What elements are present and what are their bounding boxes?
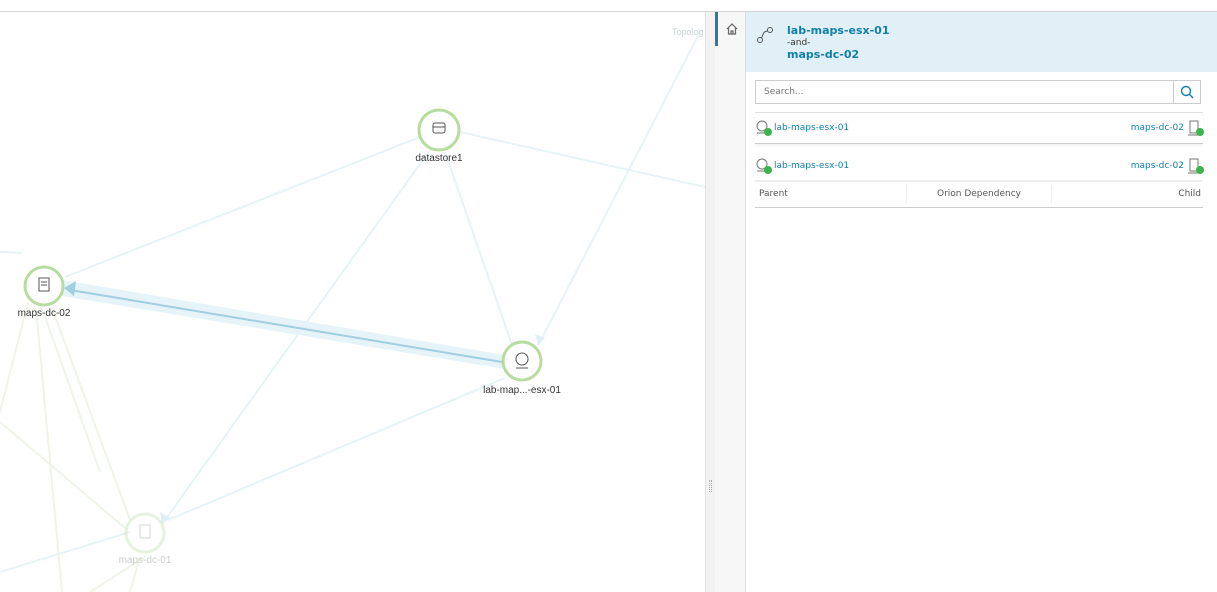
database-icon	[432, 122, 446, 134]
edge	[129, 556, 141, 592]
search-icon	[1180, 85, 1194, 99]
panel-header: lab-maps-esx-01 -and- maps-dc-02	[746, 12, 1217, 72]
selected-edge	[69, 289, 503, 363]
search-input[interactable]	[756, 81, 1173, 103]
home-button[interactable]	[715, 12, 746, 46]
edge	[444, 151, 513, 346]
edge	[64, 136, 421, 278]
top-bar	[0, 0, 1217, 12]
server-status-icon	[1187, 158, 1204, 174]
edge	[0, 531, 131, 573]
server-icon	[38, 277, 50, 292]
arrow-icon	[535, 334, 545, 346]
parent-node-link[interactable]: lab-maps-esx-01	[787, 24, 890, 37]
dependency-row[interactable]: lab-maps-esx-01 maps-dc-02	[755, 150, 1204, 182]
esx-host-icon	[515, 352, 529, 366]
column-orion-dependency[interactable]: Orion Dependency	[907, 185, 1052, 203]
edge	[539, 31, 701, 343]
node-maps-dc-02[interactable]	[23, 265, 65, 307]
column-child[interactable]: Child	[1178, 189, 1201, 199]
edge	[167, 377, 506, 521]
search-box	[755, 80, 1201, 104]
topology-label: Topolog	[672, 27, 704, 37]
child-link[interactable]: maps-dc-02	[1130, 123, 1184, 133]
and-label: -and-	[787, 38, 811, 48]
node-datastore1[interactable]	[417, 108, 461, 152]
edge	[0, 421, 126, 529]
server-status-icon	[1187, 120, 1204, 136]
table-header: Parent Orion Dependency Child	[755, 180, 1203, 208]
parent-link[interactable]: lab-maps-esx-01	[774, 123, 850, 133]
node-label: datastore1	[415, 153, 463, 164]
server-icon	[139, 524, 151, 539]
edge	[89, 556, 146, 592]
search-button[interactable]	[1173, 81, 1200, 103]
selected-edge-highlight	[62, 280, 505, 369]
edge	[0, 251, 23, 254]
topology-map-canvas[interactable]: datastore1 maps-dc-02 lab-map...-esx-01 …	[0, 12, 705, 592]
dependency-row[interactable]: lab-maps-esx-01 maps-dc-02	[755, 112, 1204, 144]
arrow-icon	[64, 281, 76, 296]
node-maps-dc-01[interactable]	[124, 512, 166, 554]
details-panel: lab-maps-esx-01 -and- maps-dc-02 lab-map…	[746, 12, 1217, 592]
panel-resize-handle[interactable]	[705, 12, 715, 592]
node-lab-maps-esx-01[interactable]	[501, 340, 543, 382]
edge	[164, 149, 431, 521]
edge	[0, 301, 29, 413]
arrow-icon	[160, 512, 170, 524]
node-label: maps-dc-02	[17, 308, 71, 319]
home-icon	[726, 23, 738, 35]
edge	[459, 131, 705, 188]
child-node-link[interactable]: maps-dc-02	[787, 48, 860, 61]
edge	[41, 307, 101, 473]
column-parent[interactable]: Parent	[755, 185, 907, 203]
topology-graph	[0, 31, 705, 592]
dependency-icon	[757, 27, 773, 43]
esx-host-status-icon	[755, 120, 772, 136]
edge	[51, 307, 131, 521]
node-label: maps-dc-01	[118, 555, 172, 566]
child-link[interactable]: maps-dc-02	[1130, 160, 1184, 171]
node-label: lab-map...-esx-01	[483, 385, 561, 396]
parent-link[interactable]: lab-maps-esx-01	[774, 160, 850, 171]
grip-icon	[709, 480, 712, 492]
panel-sidebar	[715, 12, 746, 592]
edge	[35, 307, 63, 592]
esx-host-status-icon	[755, 158, 772, 174]
